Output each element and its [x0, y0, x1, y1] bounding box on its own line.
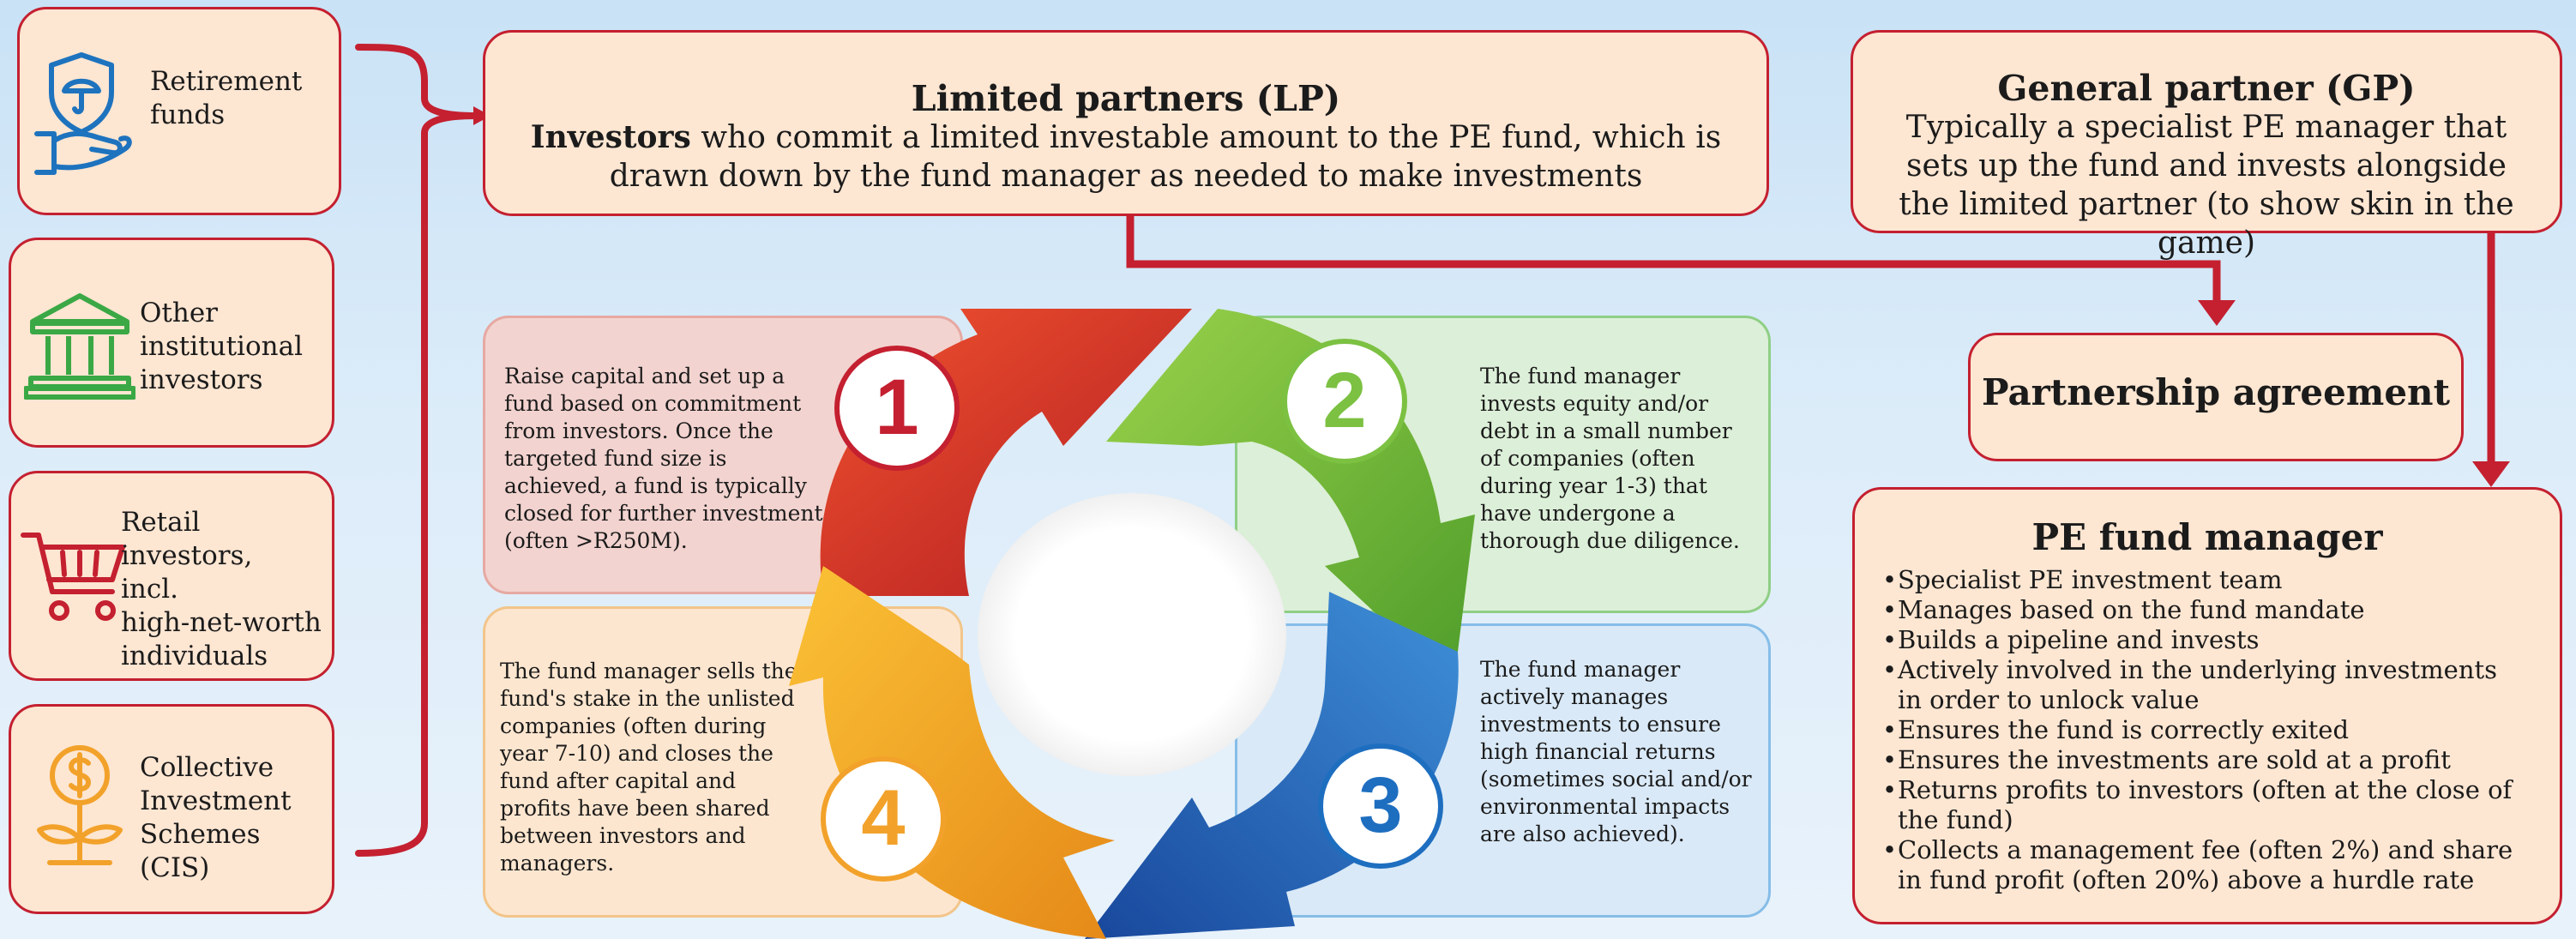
- stage-1-number: 1: [875, 364, 918, 451]
- investor-box-retail: Retail investors, incl. high-net-worth i…: [9, 471, 334, 681]
- partnership-agreement-box: Partnership agreement: [1968, 333, 2464, 461]
- pe-manager-title: PE fund manager: [2031, 516, 2383, 558]
- investor-label-retirement: Retirement funds: [150, 66, 303, 130]
- cycle-center: [978, 493, 1286, 776]
- pe-manager-item: Manages based on the fund mandate: [1882, 595, 2525, 625]
- stage-2-text: The fund manager invests equity and/or d…: [1480, 364, 1740, 553]
- investor-box-retirement: Retirement funds: [17, 7, 341, 215]
- lp-description-text: who commit a limited investable amount t…: [609, 120, 1722, 194]
- stage-1-badge: [834, 346, 960, 471]
- investor-box-institutional: Other institutional investors: [9, 238, 334, 448]
- shopping-cart-icon: [21, 533, 125, 621]
- pe-manager-item: Specialist PE investment team: [1882, 565, 2525, 595]
- gp-description: Typically a specialist PE manager that s…: [1899, 110, 2514, 261]
- stage-4-text: The fund manager sells the fund's stake …: [500, 659, 797, 876]
- lp-to-partnership-line: [1126, 216, 2221, 302]
- stage-2-number: 2: [1322, 357, 1366, 444]
- stage-3-badge: [1318, 743, 1443, 869]
- lp-arrow-head: [2198, 300, 2236, 326]
- investor-label-retail: Retail investors, incl. high-net-worth i…: [121, 507, 322, 671]
- stage-1-text: Raise capital and set up a fund based on…: [504, 364, 823, 553]
- pe-manager-item: Ensures the investments are sold at a pr…: [1882, 745, 2525, 775]
- investor-label-cis: Collective Investment Schemes (CIS): [140, 752, 292, 883]
- pe-manager-item: Actively involved in the underlying inve…: [1882, 655, 2525, 715]
- pe-manager-item: Collects a management fee (often 2%) and…: [1882, 835, 2525, 895]
- pe-manager-item: Ensures the fund is correctly exited: [1882, 715, 2525, 745]
- retirement-umbrella-hand-icon: [34, 52, 132, 175]
- investor-label-institutional: Other institutional investors: [140, 298, 303, 395]
- pe-manager-list: Specialist PE investment team Manages ba…: [1882, 565, 2525, 895]
- gp-title: General partner (GP): [1997, 68, 2416, 109]
- stage-4-number: 4: [861, 774, 905, 862]
- lp-description: Investors who commit a limited investabl…: [520, 118, 1732, 196]
- stage-4-panel: The fund manager sells the fund's stake …: [483, 606, 963, 918]
- gp-arrow-head: [2472, 461, 2510, 487]
- brace-arrow-head: [473, 106, 491, 125]
- partnership-title: Partnership agreement: [1982, 371, 2450, 413]
- lp-description-bold: Investors: [530, 119, 691, 155]
- pe-manager-item: Returns profits to investors (often at t…: [1882, 775, 2525, 835]
- stage-3-panel: The fund manager actively manages invest…: [1235, 623, 1771, 918]
- stage-4-badge: [821, 756, 946, 882]
- pe-fund-manager-box: PE fund manager Specialist PE investment…: [1852, 487, 2562, 924]
- general-partner-box: General partner (GP) Typically a special…: [1851, 30, 2562, 261]
- money-plant-icon: [37, 745, 123, 865]
- investor-box-cis: Collective Investment Schemes (CIS): [9, 704, 334, 914]
- limited-partners-box: Limited partners (LP) Investors who comm…: [483, 30, 1769, 216]
- stage-2-badge: [1282, 339, 1407, 464]
- lp-title: Limited partners (LP): [911, 78, 1341, 119]
- cycle-arrow-yellow: [789, 566, 1115, 939]
- stage-3-number: 3: [1358, 761, 1402, 849]
- stage-3-text: The fund manager actively manages invest…: [1480, 657, 1752, 846]
- pe-manager-item: Builds a pipeline and invests: [1882, 625, 2525, 655]
- institution-building-icon: [24, 293, 135, 400]
